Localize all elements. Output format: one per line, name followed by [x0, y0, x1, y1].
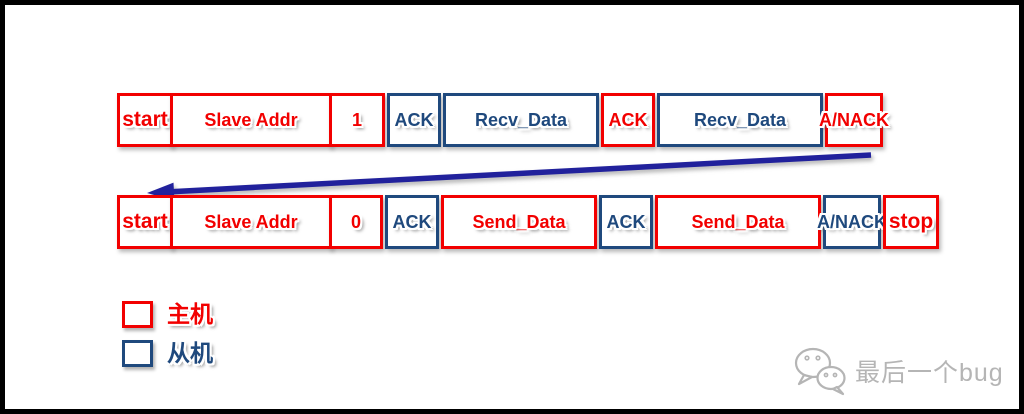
slave-swatch	[122, 340, 153, 367]
master-swatch	[122, 301, 153, 328]
legend-label-master: 主机	[167, 301, 213, 327]
cell-stop: stop	[883, 195, 939, 249]
cell-a-nack: A/NACK	[817, 195, 887, 249]
cell-start: start	[117, 93, 173, 147]
watermark-text: 最后一个bug	[855, 359, 1004, 387]
cell-ack: ACK	[601, 93, 655, 147]
cell-ack: ACK	[599, 195, 653, 249]
cell-send-data: Send_Data	[655, 195, 821, 249]
cell-ack: ACK	[387, 93, 441, 147]
cell-slave-addr: Slave Addr	[170, 93, 332, 147]
legend-item-master: 主机	[122, 301, 213, 328]
legend: 主机 从机	[122, 301, 213, 367]
cell-send-data: Send_Data	[441, 195, 597, 249]
wechat-icon	[794, 347, 846, 396]
cell-1: 1	[329, 93, 385, 147]
cell-slave-addr: Slave Addr	[170, 195, 332, 249]
cell-recv-data: Recv_Data	[657, 93, 823, 147]
legend-item-slave: 从机	[122, 340, 213, 367]
cell-start: start	[117, 195, 173, 249]
legend-label-slave: 从机	[167, 340, 213, 366]
cell-0: 0	[329, 195, 383, 249]
cell-recv-data: Recv_Data	[443, 93, 599, 147]
cell-a-nack: A/NACK	[819, 93, 889, 147]
loopback-arrow	[147, 152, 872, 201]
arrow-shaft	[170, 152, 872, 195]
cell-ack: ACK	[385, 195, 439, 249]
watermark: 最后一个bug	[791, 345, 1004, 397]
